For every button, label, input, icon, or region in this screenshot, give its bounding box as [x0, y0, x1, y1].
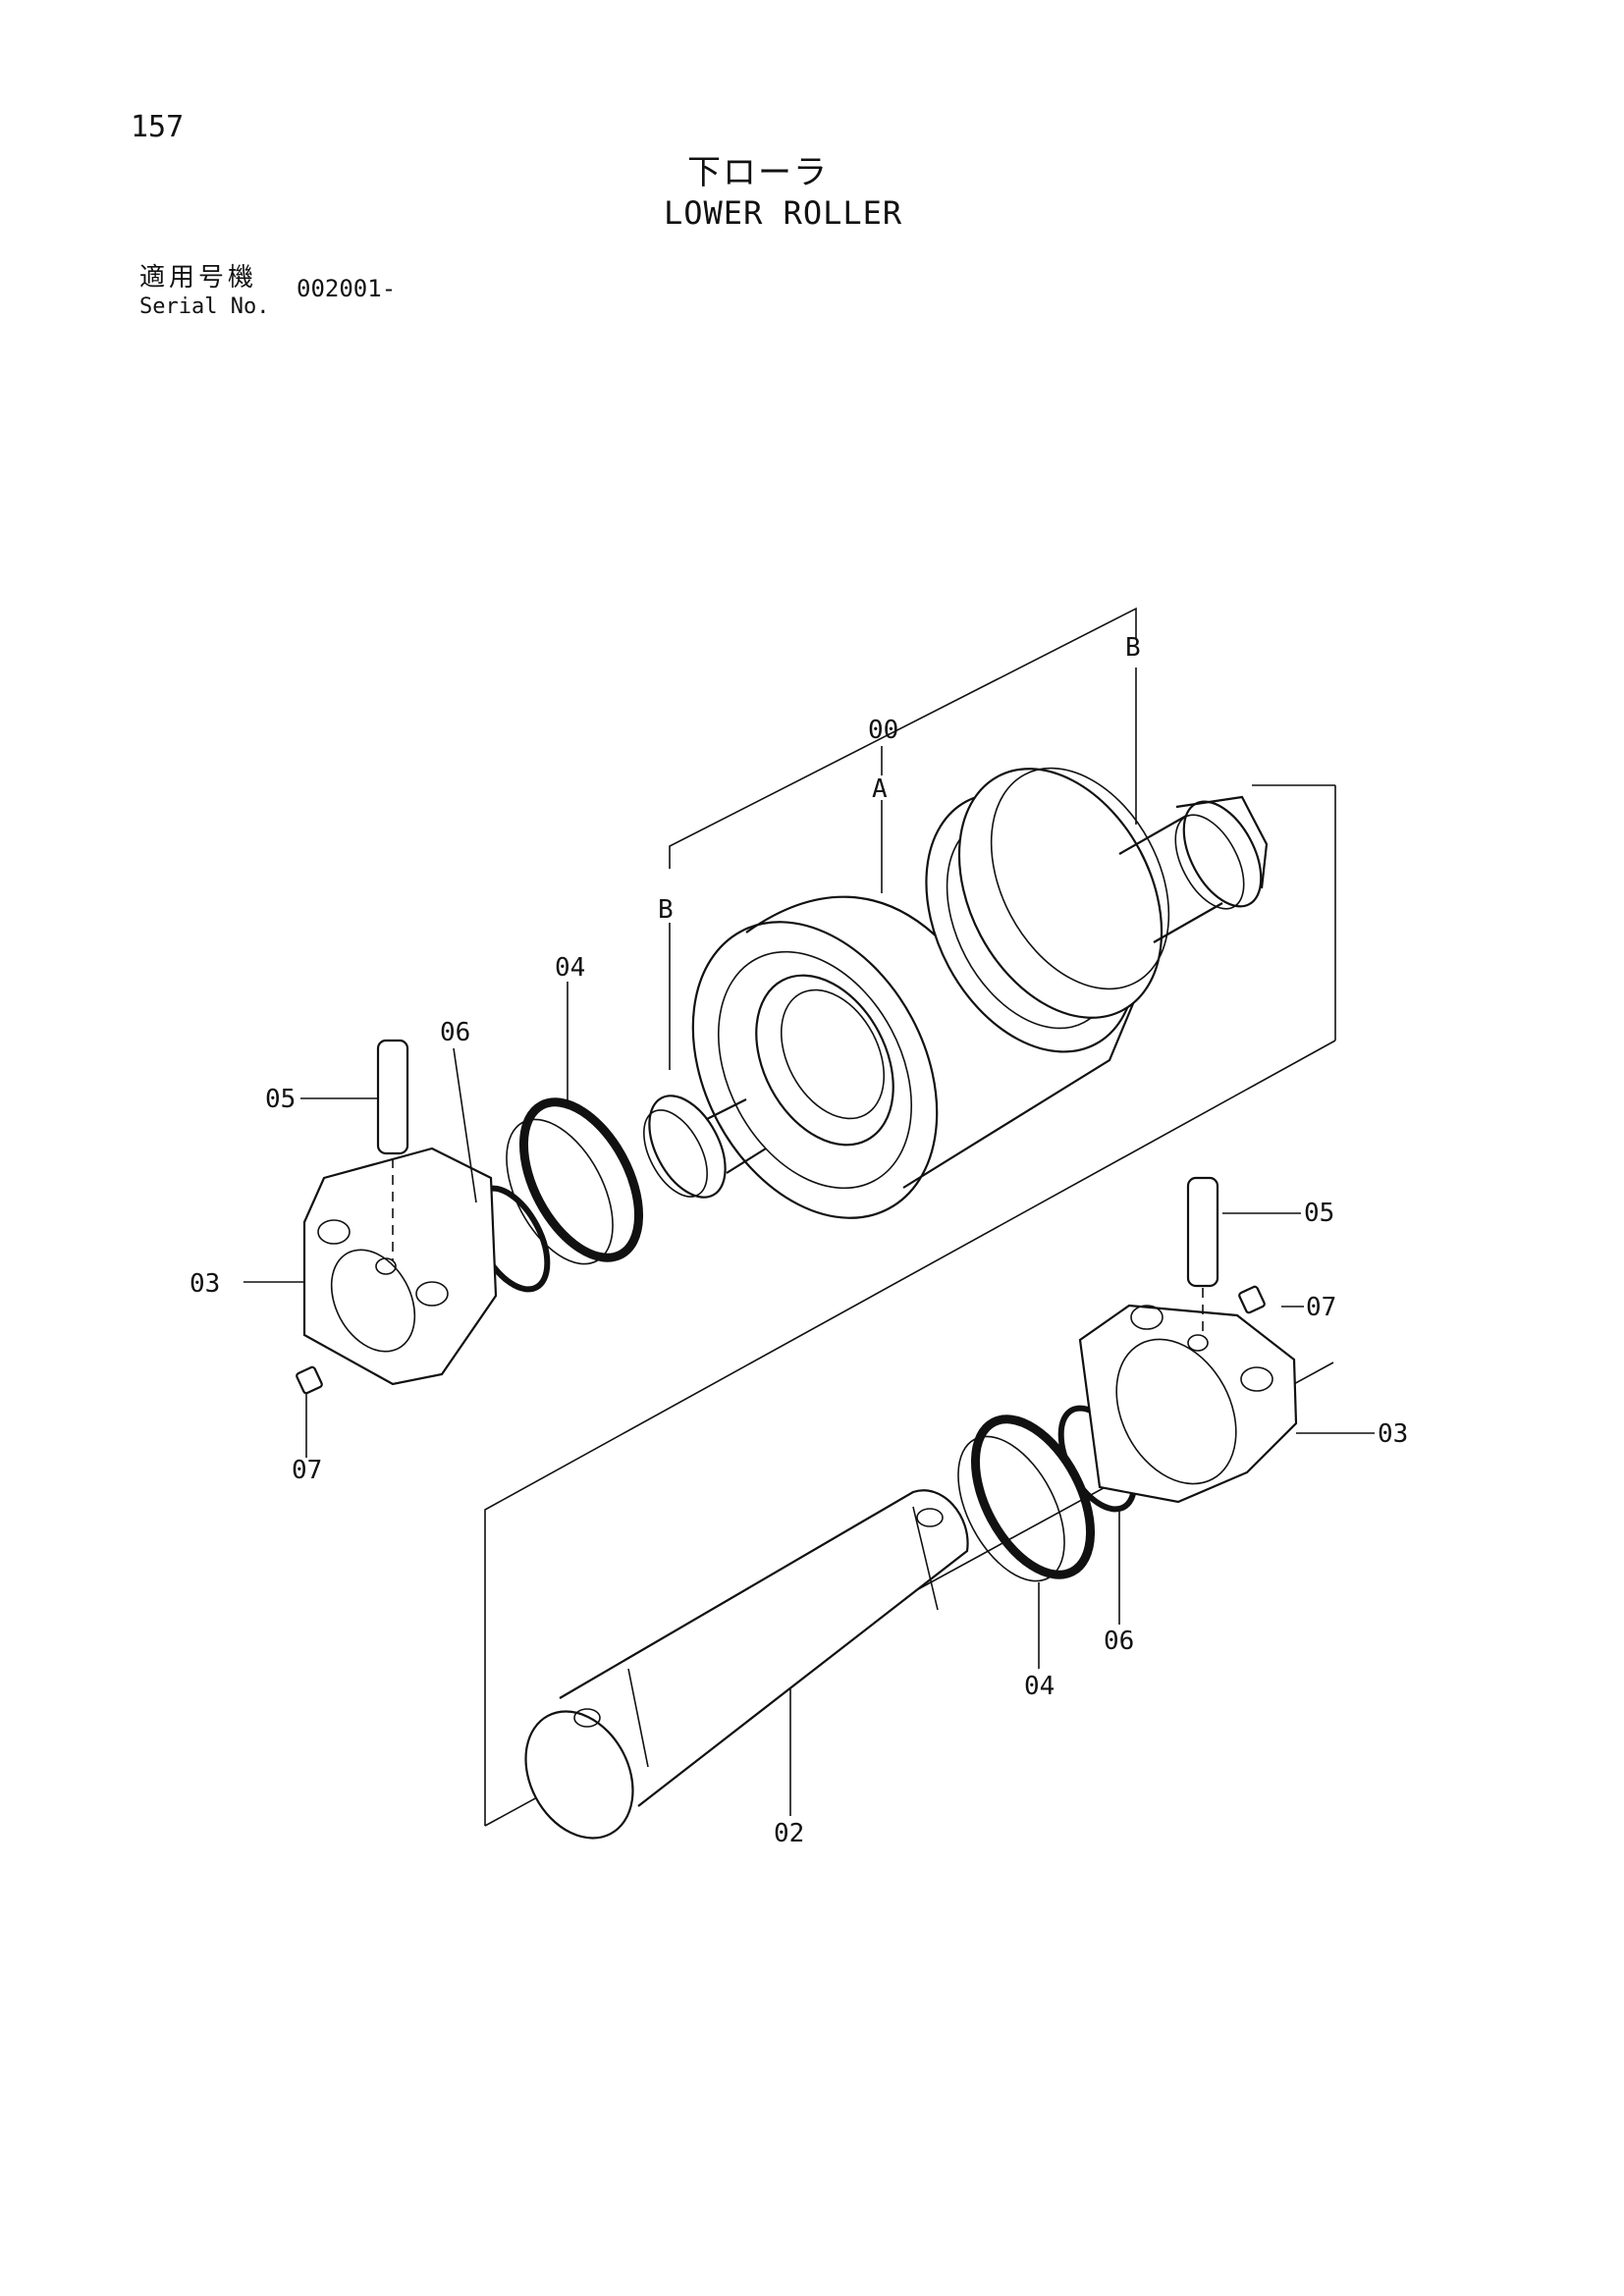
- callout-06-right: 06: [1104, 1627, 1134, 1656]
- serial-value: 002001-: [297, 275, 397, 302]
- pin-left: [376, 1039, 409, 1261]
- serial-label: Serial No.: [139, 294, 270, 319]
- callout-04-left: 04: [555, 953, 585, 983]
- shaft: [524, 1489, 969, 1840]
- callout-00: 00: [868, 716, 898, 745]
- callout-b-upper: B: [1125, 633, 1141, 663]
- page-number: 157: [131, 110, 185, 144]
- callout-a: A: [872, 774, 888, 804]
- callout-07-left: 07: [292, 1456, 322, 1485]
- callout-04-right: 04: [1024, 1672, 1055, 1701]
- leader-lines: [244, 667, 1375, 1816]
- page-title-japanese: 下ローラ: [687, 153, 829, 192]
- floating-seal-left: [506, 1097, 644, 1265]
- callout-05-left: 05: [265, 1085, 296, 1114]
- serial-label-japanese: 適用号機: [139, 263, 258, 293]
- collar-right: [1078, 1304, 1298, 1504]
- pin-right: [1186, 1176, 1219, 1337]
- callout-03-right: 03: [1378, 1419, 1408, 1449]
- plug-right: [1238, 1285, 1266, 1314]
- callout-03-left: 03: [189, 1269, 220, 1299]
- callout-06-left: 06: [440, 1018, 470, 1047]
- floating-seal-right: [957, 1415, 1096, 1582]
- plug-left: [296, 1365, 323, 1395]
- page-title: LOWER ROLLER: [664, 194, 903, 232]
- roller-body: [643, 767, 1269, 1219]
- callout-07-right: 07: [1306, 1293, 1336, 1322]
- callout-05-right: 05: [1304, 1199, 1334, 1228]
- callout-b-lower: B: [658, 895, 674, 925]
- collar-left: [302, 1147, 498, 1386]
- callout-02: 02: [774, 1819, 804, 1848]
